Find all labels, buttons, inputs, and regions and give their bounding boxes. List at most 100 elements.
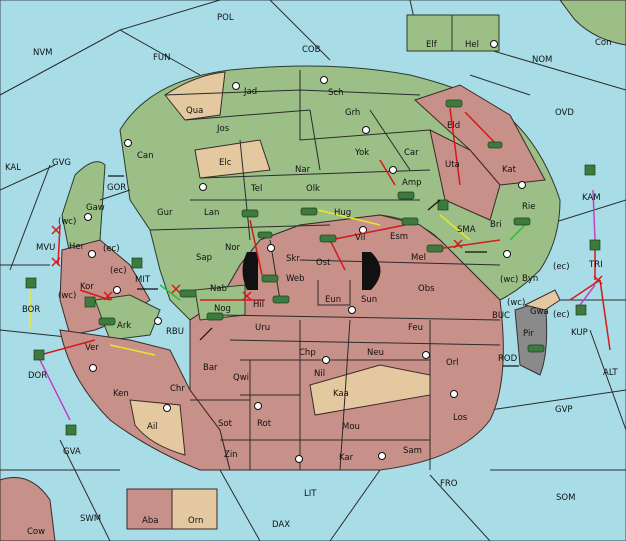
region-ail [129,399,186,456]
svg-text:TRI: TRI [588,260,603,270]
svg-text:(wc): (wc) [58,291,76,301]
svg-text:Chr: Chr [170,384,185,394]
svg-text:Hug: Hug [334,208,351,218]
svg-text:Hil: Hil [253,300,264,310]
svg-text:OVD: OVD [555,108,574,118]
center-block-west [242,252,258,290]
svg-text:Sun: Sun [361,295,377,305]
svg-text:(ec): (ec) [103,244,120,254]
svg-text:Olk: Olk [306,184,320,194]
svg-text:(ec): (ec) [553,310,570,320]
svg-text:Orn: Orn [188,516,203,526]
region-gwa [523,289,561,311]
center-block-east [362,252,381,290]
svg-text:Elf: Elf [426,40,438,50]
svg-text:Kat: Kat [502,165,517,175]
svg-text:Qua: Qua [186,106,203,116]
svg-text:SMA: SMA [457,225,476,235]
svg-text:Can: Can [137,151,154,161]
svg-text:Neu: Neu [367,348,384,358]
svg-text:ALT: ALT [603,368,618,378]
svg-text:Gaw: Gaw [86,203,105,213]
svg-text:Nab: Nab [210,284,227,294]
coast-tags: (wc)(ec)(wc) (ec)(wc)(ec) (wc)(ec) [58,217,570,320]
svg-text:MIT: MIT [135,275,151,285]
svg-text:GVP: GVP [555,405,573,415]
svg-text:NVM: NVM [33,48,53,58]
svg-text:Nor: Nor [225,243,241,253]
svg-text:Rie: Rie [522,202,536,212]
svg-text:Her: Her [69,242,85,252]
svg-text:Uta: Uta [445,160,460,170]
svg-text:DAX: DAX [272,520,290,530]
svg-text:Nil: Nil [314,369,325,379]
svg-text:(ec): (ec) [553,262,570,272]
svg-text:Byn: Byn [522,274,538,284]
svg-text:Car: Car [404,148,419,158]
svg-text:Ark: Ark [117,321,131,331]
svg-text:Los: Los [453,413,468,423]
units [25,99,601,436]
svg-text:NOM: NOM [532,55,552,65]
svg-text:GVG: GVG [52,158,71,168]
svg-text:KAM: KAM [582,193,601,203]
svg-text:POL: POL [217,13,234,23]
svg-text:Uru: Uru [255,323,270,333]
svg-text:Sch: Sch [328,88,343,98]
island-elf-hel [406,14,500,52]
svg-text:Kor: Kor [80,282,94,292]
dislodged-markers [51,225,603,301]
svg-text:Feu: Feu [408,323,423,333]
svg-text:Hel: Hel [465,40,479,50]
svg-text:Esm: Esm [390,232,408,242]
svg-text:Pir: Pir [523,329,534,339]
svg-text:Elc: Elc [219,158,232,168]
svg-text:Sap: Sap [196,253,212,263]
svg-text:Kar: Kar [339,453,354,463]
svg-text:Eun: Eun [325,295,341,305]
svg-text:Ost: Ost [316,258,331,268]
svg-text:Bar: Bar [203,363,218,373]
svg-text:LIT: LIT [304,489,317,499]
svg-text:Amp: Amp [402,178,422,188]
svg-text:Ail: Ail [147,422,158,432]
svg-text:GVA: GVA [63,447,81,457]
svg-text:Skr: Skr [286,254,300,264]
svg-text:Cow: Cow [27,527,45,537]
svg-text:Ver: Ver [85,343,99,353]
region-qua [164,71,226,121]
svg-text:Kaa: Kaa [333,389,349,399]
svg-text:Sot: Sot [218,419,233,429]
svg-text:FRO: FRO [440,479,458,489]
region-ken-chr [59,329,231,471]
svg-text:(wc): (wc) [500,275,518,285]
svg-text:BUC: BUC [492,311,510,321]
svg-text:Sam: Sam [403,446,422,456]
region-uta [429,129,501,221]
svg-text:Jos: Jos [216,124,230,134]
svg-text:Tel: Tel [250,184,262,194]
svg-text:DOR: DOR [28,371,47,381]
svg-text:(wc): (wc) [58,217,76,227]
svg-text:Bri: Bri [490,220,502,230]
svg-text:Obs: Obs [418,284,435,294]
svg-text:ROD: ROD [498,354,518,364]
svg-text:BOR: BOR [22,305,40,315]
supply-centers [84,40,526,463]
svg-text:Mou: Mou [342,422,360,432]
svg-text:RBU: RBU [166,327,184,337]
svg-text:Eld: Eld [447,121,460,131]
svg-text:Qwi: Qwi [233,373,249,383]
svg-text:COB: COB [302,45,321,55]
svg-text:FUN: FUN [153,53,170,63]
svg-text:Gwa: Gwa [530,307,549,317]
svg-text:Web: Web [286,274,305,284]
svg-text:Orl: Orl [446,358,459,368]
svg-text:Nar: Nar [295,165,311,175]
svg-text:Grh: Grh [345,108,360,118]
svg-text:Gur: Gur [157,208,173,218]
